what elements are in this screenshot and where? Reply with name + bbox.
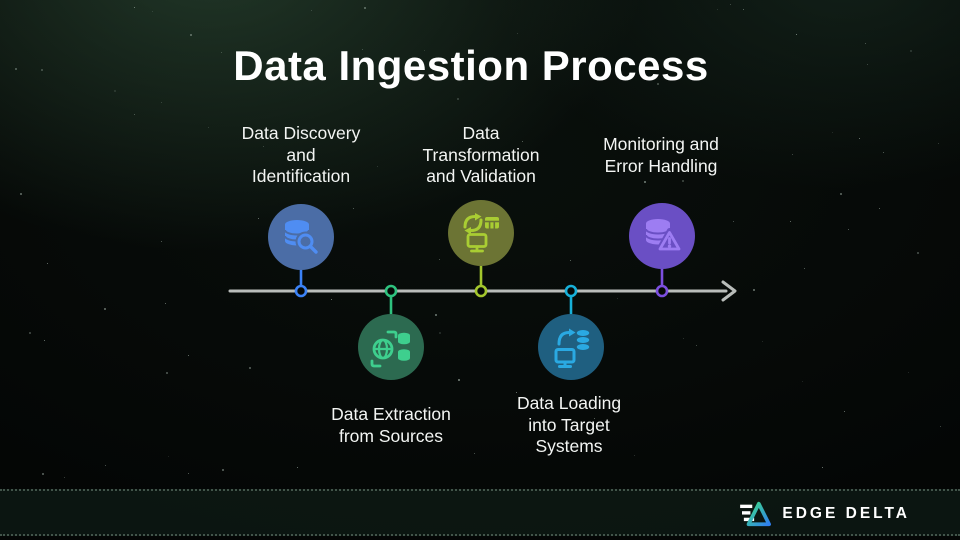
step-circle-monitoring — [629, 203, 695, 269]
timeline-node-monitoring — [655, 284, 669, 298]
timeline-node-extraction — [384, 284, 398, 298]
step-circle-transformation — [448, 200, 514, 266]
brand-logo: EDGE DELTA — [740, 500, 910, 528]
step-label-transformation: Data Transformation and Validation — [422, 123, 540, 186]
connector-discovery — [294, 269, 308, 298]
page-title: Data Ingestion Process — [233, 42, 709, 89]
database-search-icon — [284, 220, 318, 254]
step-circle-loading — [538, 314, 604, 380]
timeline-node-loading — [564, 284, 578, 298]
step-label-discovery: Data Discovery and Identification — [241, 123, 361, 186]
step-label-monitoring: Monitoring and Error Handling — [603, 134, 719, 176]
connector-loading — [564, 284, 578, 315]
step-label-extraction: Data Extraction from Sources — [331, 404, 451, 446]
step-circle-extraction — [358, 314, 424, 380]
connector-transformation — [474, 265, 488, 298]
connector-extraction — [384, 284, 398, 315]
globe-database-icon — [370, 330, 410, 368]
step-label-loading: Data Loading into Target Systems — [516, 393, 622, 456]
timeline-node-discovery — [294, 284, 308, 298]
database-alert-icon — [645, 219, 683, 253]
load-monitor-icon — [554, 328, 590, 368]
connector-monitoring — [655, 268, 669, 298]
transform-table-icon — [463, 213, 499, 253]
edge-delta-logo-icon — [740, 501, 772, 527]
step-circle-discovery — [268, 204, 334, 270]
footer-band — [0, 489, 960, 536]
arrow-right-icon — [721, 280, 737, 302]
timeline-node-transformation — [474, 284, 488, 298]
brand-name: EDGE DELTA — [782, 505, 910, 522]
